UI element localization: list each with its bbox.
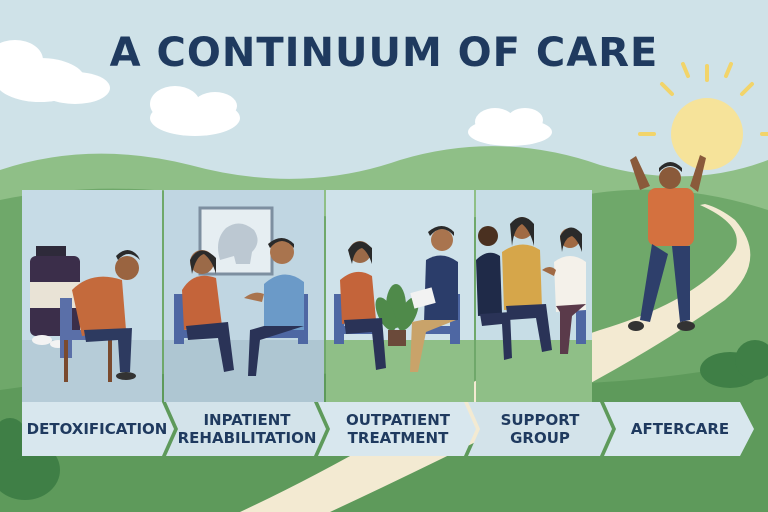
step-label-line1: SUPPORT bbox=[500, 411, 580, 429]
care-stage-panels bbox=[22, 190, 592, 402]
step-detoxification: DETOXIFICATION bbox=[22, 402, 172, 456]
steps-arrow-bar bbox=[22, 402, 754, 456]
care-steps-bar: DETOXIFICATION INPATIENT REHABILITATION … bbox=[22, 402, 754, 456]
step-outpatient-treatment: OUTPATIENT TREATMENT bbox=[326, 402, 470, 456]
cloud-icon bbox=[0, 40, 110, 104]
plant-icon bbox=[375, 284, 419, 346]
panel-support-group bbox=[476, 190, 592, 402]
panel-detoxification bbox=[22, 190, 162, 402]
brain-poster-icon bbox=[198, 206, 274, 276]
step-support-group: SUPPORT GROUP bbox=[476, 402, 604, 456]
step-label: AFTERCARE bbox=[630, 420, 730, 438]
cloud-icon bbox=[150, 86, 240, 136]
celebrating-person bbox=[628, 155, 706, 331]
step-label-line2: REHABILITATION bbox=[177, 429, 317, 447]
step-inpatient-rehabilitation: INPATIENT REHABILITATION bbox=[174, 402, 320, 456]
sun-icon bbox=[638, 62, 768, 184]
cloud-icon bbox=[468, 108, 552, 146]
step-label-line2: GROUP bbox=[510, 429, 570, 447]
page-title: A CONTINUUM OF CARE bbox=[109, 30, 659, 76]
panel-inpatient-rehabilitation bbox=[164, 190, 324, 402]
step-label-line1: INPATIENT bbox=[203, 411, 291, 429]
panel-outpatient-treatment bbox=[326, 190, 474, 402]
step-label: DETOXIFICATION bbox=[26, 420, 168, 438]
step-label-line1: OUTPATIENT bbox=[345, 411, 451, 429]
step-aftercare: AFTERCARE bbox=[612, 402, 748, 456]
step-label-line2: TREATMENT bbox=[347, 429, 449, 447]
